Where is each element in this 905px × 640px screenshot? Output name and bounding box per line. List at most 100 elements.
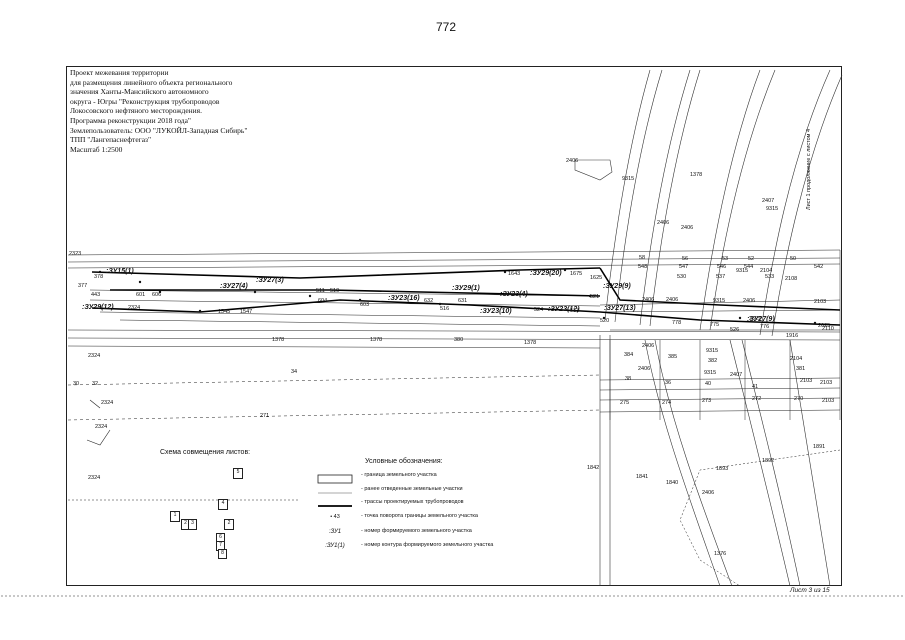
title-line-4: округа - Югры "Реконструкция трубопровод…	[70, 96, 220, 106]
map-number: 1378	[272, 337, 285, 343]
continuation-note: Лист 1 продолжение с листом 4	[806, 128, 812, 210]
map-number: 52	[748, 256, 755, 262]
map-number: 2625	[818, 323, 831, 329]
sheet-scheme-title: Схема совмещения листов:	[160, 449, 251, 456]
parcel-label: :ЗУ23(10)	[480, 308, 512, 315]
map-number: 9315	[704, 370, 717, 376]
map-number: 631	[458, 298, 468, 304]
parcel-label: :ЗУ23(12)	[548, 306, 580, 313]
legend-symbol-zu: :ЗУ1	[328, 529, 342, 535]
map-number: 2108	[785, 276, 798, 282]
map-number: 2324	[88, 475, 101, 481]
parcel-label: :ЗУ23(16)	[388, 295, 420, 302]
legend-text: - ранее отведенные земельные участки	[361, 486, 463, 492]
map-number: 546	[717, 264, 727, 270]
parcel-label: :ЗУ29(9)	[603, 283, 631, 290]
legend-row-turning-point: • 43 - точка поворота границы земельного…	[305, 511, 565, 523]
map-number: 1842	[587, 465, 600, 471]
map-frame	[66, 66, 842, 586]
map-number: 53	[722, 256, 729, 262]
map-number: 1376	[714, 551, 727, 557]
map-number: 274	[662, 400, 672, 406]
sheet-counter: Лист 3 из 15	[790, 587, 830, 594]
legend-row-parcel-boundary: - граница земельного участка	[305, 470, 565, 484]
map-number: 58	[639, 255, 646, 261]
map-number: 2406	[566, 158, 579, 164]
map-number: 2406	[638, 366, 651, 372]
map-number: 2407	[762, 198, 775, 204]
title-block: Проект межевания территории для размещен…	[70, 68, 370, 154]
sheet-box: 1	[170, 511, 180, 522]
map-number: 50	[790, 256, 797, 262]
legend-row-contour-number: :ЗУ1(1) - номер контура формируемого зем…	[305, 540, 565, 552]
parcel-label: :ЗУ27(3)	[256, 277, 284, 284]
sheet-box: 3	[188, 519, 197, 530]
map-number: 604	[318, 298, 328, 304]
map-number: 34	[291, 369, 298, 375]
map-number: 516	[440, 306, 450, 312]
map-number: 270	[794, 396, 804, 402]
legend-title: Условные обозначения:	[365, 458, 443, 465]
map-number: 1643	[508, 271, 521, 277]
map-number: 1840	[666, 480, 679, 486]
map-number: 1378	[370, 337, 383, 343]
map-number: 2406	[657, 220, 670, 226]
map-number: 526	[730, 327, 740, 333]
title-line-5: Локосовского нефтяного месторождения.	[70, 106, 202, 116]
map-number: 1916	[786, 333, 799, 339]
map-number: 2406	[743, 298, 756, 304]
map-number: 380	[454, 337, 464, 343]
map-number: 2103	[814, 299, 827, 305]
legend-row-pipeline: - трассы проектируемых трубопроводов	[305, 497, 565, 509]
map-number: 511	[316, 288, 325, 294]
map-number: 2323	[69, 251, 82, 257]
map-number: 548	[638, 264, 648, 270]
map-number: 377	[78, 283, 88, 289]
map-number: 9315	[713, 298, 726, 304]
map-number: 544	[744, 264, 754, 270]
map-number: 542	[814, 264, 824, 270]
map-number: 38	[625, 376, 632, 382]
map-number: 40	[705, 381, 712, 387]
map-number: 378	[94, 274, 104, 280]
map-number: 1841	[636, 474, 649, 480]
map-number: 32	[92, 381, 99, 387]
map-number: 778	[672, 320, 682, 326]
parcel-label: :ЗУ29(1)	[452, 285, 480, 292]
map-number: 632	[424, 298, 434, 304]
map-number: 2407	[730, 372, 743, 378]
legend-row-previous-parcels: - ранее отведенные земельные участки	[305, 484, 565, 496]
map-number: 9315	[766, 206, 779, 212]
map-number: 2406	[681, 225, 694, 231]
map-number: 2104	[760, 268, 773, 274]
map-number: 381	[796, 366, 806, 372]
map-number: 1891	[813, 444, 826, 450]
title-line-1: Проект межевания территории	[70, 68, 169, 77]
map-number: 384	[624, 352, 634, 358]
land-user-line: Землепользователь: ООО "ЛУКОЙЛ-Западная …	[70, 125, 248, 135]
tpp-line: ТПП "Лангепаснефтегаз"	[70, 135, 152, 145]
legend-row-parcel-number: :ЗУ1 - номер формируемого земельного уча…	[305, 526, 565, 538]
map-number: 1378	[690, 172, 703, 178]
map-number: 603	[360, 302, 370, 308]
sheet-box: 4	[218, 499, 228, 510]
parcel-label: :ЗУ15(1)	[106, 268, 134, 275]
scale-line: Масштаб 1:2500	[70, 144, 123, 154]
map-number: 2103	[820, 380, 833, 386]
legend-text: - трассы проектируемых трубопроводов	[361, 499, 464, 505]
legend-symbol-thick-line	[315, 498, 355, 508]
map-number: 776	[760, 324, 770, 330]
map-number: 606	[152, 292, 162, 298]
parcel-label: :ЗУ27(9)	[747, 316, 775, 323]
map-number: 2406	[642, 297, 655, 303]
map-number: 2103	[800, 378, 813, 384]
legend-text: - номер формируемого земельного участка	[361, 528, 472, 534]
map-number: 272	[752, 396, 762, 402]
map-number: 537	[716, 274, 726, 280]
map-number: 56	[682, 256, 689, 262]
map-number: 513	[570, 308, 580, 314]
map-number: 2103	[822, 398, 835, 404]
map-number: 533	[765, 274, 775, 280]
sheet-box: 8	[218, 549, 227, 559]
map-number: 443	[91, 292, 101, 298]
